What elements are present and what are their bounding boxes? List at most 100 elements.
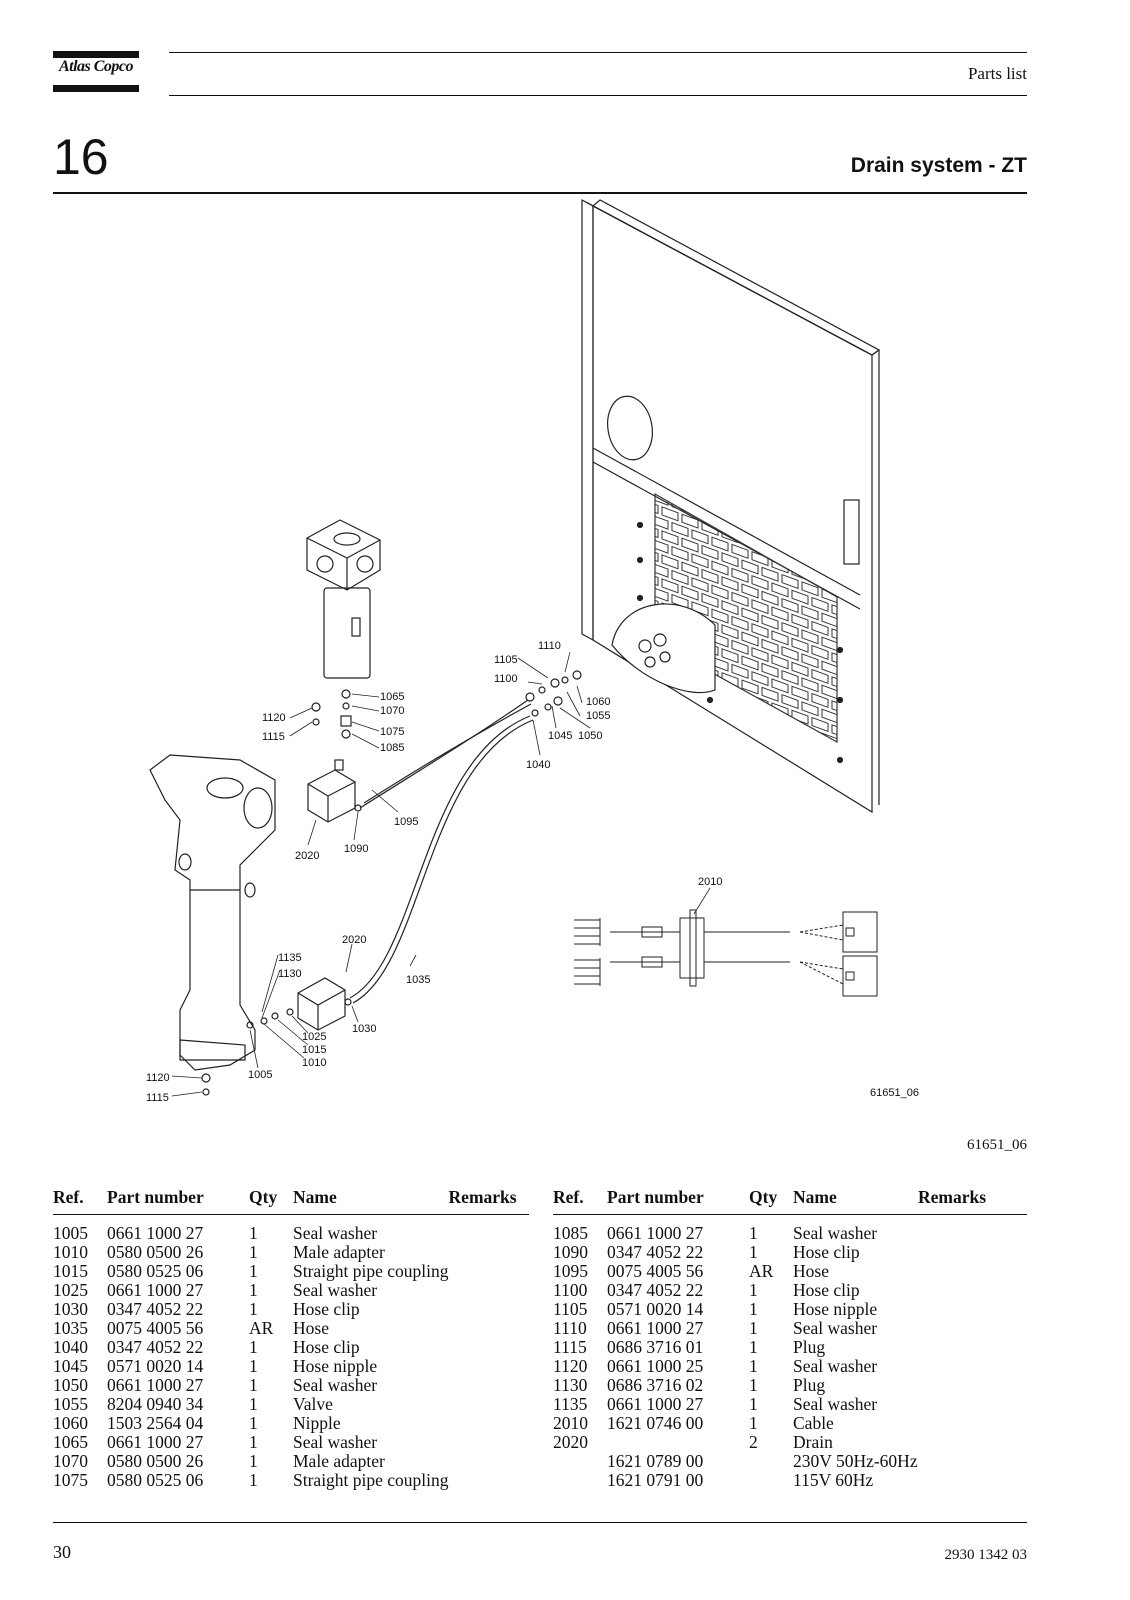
cell-qty: 1 [749,1356,758,1376]
cell-part: 0661 1000 27 [107,1432,204,1452]
cell-part: 0571 0020 14 [107,1356,204,1376]
cell-part: 0580 0525 06 [107,1470,204,1490]
cell-ref: 1110 [553,1318,587,1338]
cell-name: Straight pipe coupling [293,1261,449,1281]
col-part-number: Part number [107,1187,204,1207]
cell-qty: 1 [749,1299,758,1319]
cell-part: 0571 0020 14 [607,1299,704,1319]
header-rule-top [169,52,1027,53]
callout-1065: 1065 [380,691,404,703]
cell-qty: 1 [749,1280,758,1300]
cell-remarks [918,1414,1028,1433]
cell-qty: 1 [749,1318,758,1338]
cell-qty: 1 [249,1299,258,1319]
cell-remarks [449,1433,559,1452]
cell-ref: 1040 [53,1337,88,1357]
cell-part: 1621 0789 00 [607,1451,704,1471]
filter-housing [306,519,381,679]
callout-1010: 1010 [302,1057,326,1069]
cell-name: Hose [793,1261,829,1281]
cell-qty: 1 [749,1413,758,1433]
callout-1090: 1090 [344,843,368,855]
cell-qty: 1 [249,1413,258,1433]
cell-name: Seal washer [793,1356,878,1376]
cell-qty: 1 [749,1375,758,1395]
header-rule-bottom [169,95,1027,96]
cell-part: 0661 1000 27 [607,1223,704,1243]
cell-name: Hose clip [293,1337,360,1357]
cell-remarks [918,1243,1028,1262]
cell-ref: 1025 [53,1280,88,1300]
col-remarks: Remarks [448,1187,517,1207]
cell-ref: 1005 [53,1223,88,1243]
cell-remarks [918,1471,1028,1490]
cell-part: 0347 4052 22 [107,1337,204,1357]
col-remarks: Remarks [918,1187,987,1207]
cell-ref: 1085 [553,1223,588,1243]
callout-1115-lower: 1115 [146,1092,169,1104]
cell-qty: 1 [749,1394,758,1414]
callout-1135: 1135 [278,952,302,964]
cell-qty: 1 [749,1337,758,1357]
cell-ref: 1035 [53,1318,88,1338]
callout-2020-upper: 2020 [295,850,319,862]
cell-ref: 2010 [553,1413,588,1433]
callout-1050: 1050 [578,730,602,742]
logo-bar-bottom [53,85,139,92]
section-rule [53,192,1027,194]
cell-ref: 1030 [53,1299,88,1319]
cell-ref: 1045 [53,1356,88,1376]
cell-part: 0580 0500 26 [107,1242,204,1262]
cell-qty: 1 [249,1451,258,1471]
callout-1025: 1025 [302,1031,326,1043]
cell-remarks [918,1357,1028,1376]
cable-2010 [574,909,878,997]
cell-qty: 2 [749,1432,758,1452]
cell-part: 0580 0525 06 [107,1261,204,1281]
cell-name: Cable [793,1413,834,1433]
cell-qty: 1 [249,1394,258,1414]
cell-name: Nipple [293,1413,341,1433]
table-row: 1621 0789 00 230V 50Hz-60Hz [553,1452,1028,1471]
cell-ref: 1100 [553,1280,588,1300]
col-ref: Ref. [553,1187,584,1207]
callout-1085: 1085 [380,742,404,754]
cell-ref: 1130 [553,1375,588,1395]
cell-name: Seal washer [793,1318,878,1338]
table-header-row: Ref. Part number Qty Name Remarks [553,1188,1028,1214]
cell-name: Seal washer [293,1432,378,1452]
cell-remarks [449,1376,559,1395]
col-qty: Qty [749,1187,778,1207]
col-name: Name [293,1187,337,1207]
compressor-element [149,754,276,1071]
callout-1030: 1030 [352,1023,376,1035]
logo-bar-top [53,51,139,58]
cell-ref: 1115 [553,1337,587,1357]
cell-remarks [449,1214,559,1243]
doc-number: 2930 1342 03 [944,1547,1028,1563]
table-header-row: Ref. Part number Qty Name Remarks [53,1188,559,1214]
cell-name: Hose [293,1318,329,1338]
page-number: 30 [53,1542,71,1562]
cell-ref: 1070 [53,1451,88,1471]
side-panel [581,198,881,814]
cell-name: Seal washer [293,1223,378,1243]
parts-table-left: Ref. Part number Qty Name Remarks 1005 06… [53,1188,559,1490]
hose-1095 [359,699,529,809]
cell-name: Hose clip [793,1280,860,1300]
cell-name: Seal washer [293,1280,378,1300]
cell-name: 230V 50Hz-60Hz [793,1451,918,1471]
